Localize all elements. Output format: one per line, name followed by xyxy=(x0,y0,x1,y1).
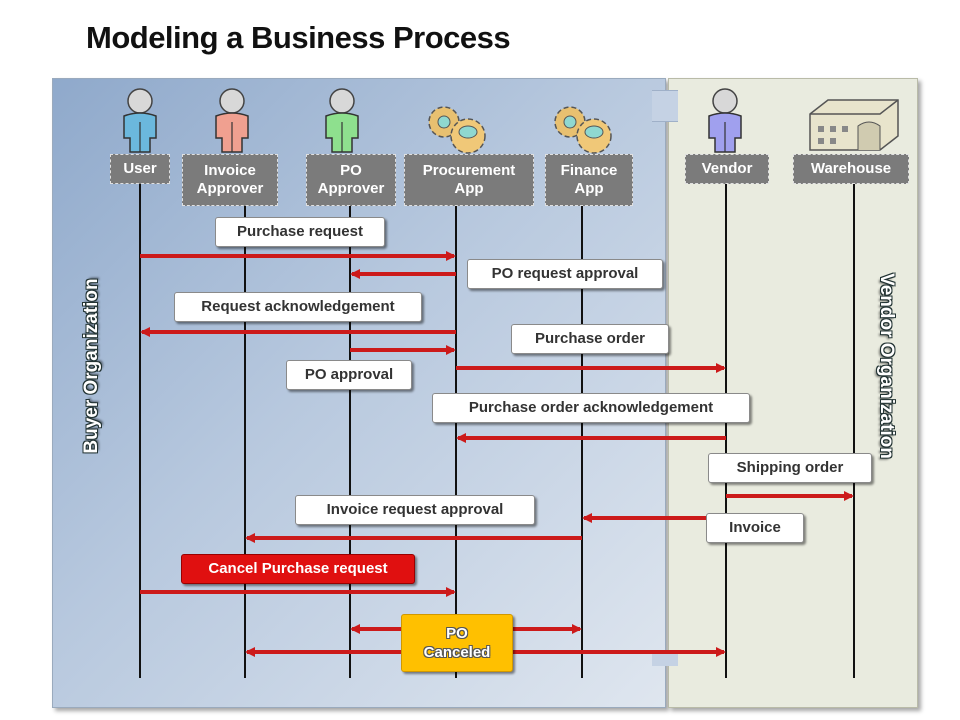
warehouse-icon xyxy=(809,99,899,151)
message-purchase-request: Purchase request xyxy=(215,217,385,247)
person-icon xyxy=(215,88,249,153)
actor-label: Finance App xyxy=(560,162,618,197)
lifeline-user xyxy=(139,182,141,678)
actor-invoice-approver: Invoice Approver xyxy=(182,154,278,206)
actor-label: Warehouse xyxy=(810,160,892,177)
message-po-request-approval: PO request approval xyxy=(467,259,663,289)
actor-label: PO Approver xyxy=(317,162,385,197)
lifeline-finance-app xyxy=(581,182,583,678)
actor-label: User xyxy=(123,160,157,177)
organization-connector xyxy=(652,90,678,122)
gears-icon xyxy=(554,106,612,154)
message-cancel-purchase-request: Cancel Purchase request xyxy=(181,554,415,584)
lifeline-warehouse xyxy=(853,182,855,678)
message-purchase-order: Purchase order xyxy=(511,324,669,354)
person-icon xyxy=(123,88,157,153)
actor-warehouse: Warehouse xyxy=(793,154,909,184)
lifeline-po-approver xyxy=(349,182,351,678)
message-invoice-request-approval: Invoice request approval xyxy=(295,495,535,525)
lifeline-vendor xyxy=(725,182,727,678)
person-icon xyxy=(708,88,742,153)
actor-user: User xyxy=(110,154,170,184)
actor-po-approver: PO Approver xyxy=(306,154,396,206)
gears-icon xyxy=(428,106,486,154)
actor-label: Invoice Approver xyxy=(196,162,264,197)
message-purchase-order-acknowledgement: Purchase order acknowledgement xyxy=(432,393,750,423)
page-title: Modeling a Business Process xyxy=(86,20,511,55)
actor-vendor: Vendor xyxy=(685,154,769,184)
actor-label: Vendor xyxy=(701,160,753,177)
message-po-approval: PO approval xyxy=(286,360,412,390)
actor-finance-app: Finance App xyxy=(545,154,633,206)
message-shipping-order: Shipping order xyxy=(708,453,872,483)
actor-label: Procurement App xyxy=(422,162,516,197)
person-icon xyxy=(325,88,359,153)
message-request-acknowledgement: Request acknowledgement xyxy=(174,292,422,322)
lifeline-procurement-app xyxy=(455,182,457,678)
actor-procurement-app: Procurement App xyxy=(404,154,534,206)
lifeline-invoice-approver xyxy=(244,182,246,678)
message-po-canceled: PO Canceled xyxy=(401,614,513,672)
message-invoice: Invoice xyxy=(706,513,804,543)
